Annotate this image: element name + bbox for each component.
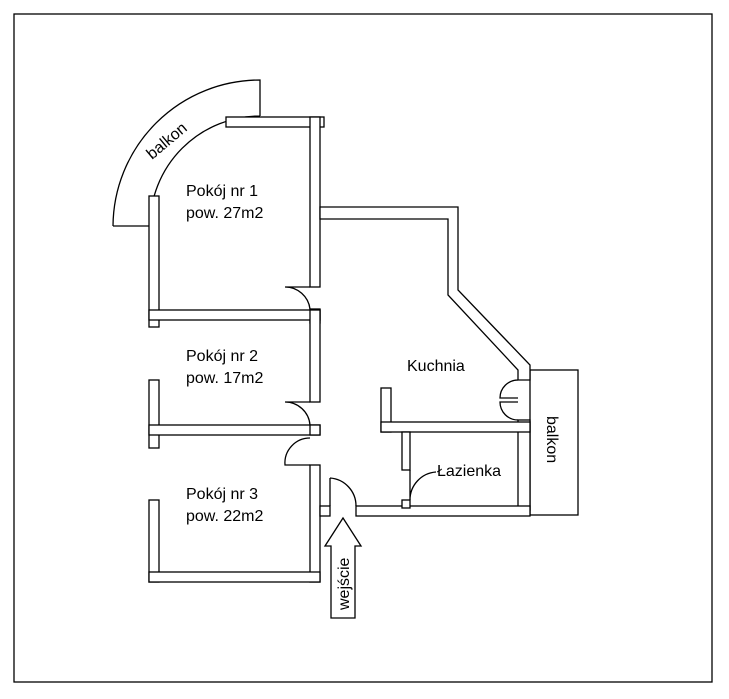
wall-bath-left [401,431,411,471]
room-2-area: pow. 17m2 [186,370,263,387]
room-3-area: pow. 22m2 [186,508,263,525]
door-balcony [499,379,519,421]
wall-bath-left-b [401,499,411,509]
wall-kitchen-right [517,419,531,511]
wall-room2-room3 [148,424,321,436]
room-1-name: Pokój nr 1 [186,183,258,200]
wall-left-1 [148,195,160,328]
wall-room1-room2 [148,309,321,321]
wall-bottom [355,505,531,517]
frame-border [13,13,713,683]
wall-left-3 [148,499,160,583]
door-entrance [329,477,357,507]
entrance-label: wejście [336,557,353,611]
balcony-2-label: balkon [543,416,560,463]
wall-kitchen-top [319,206,531,381]
wall-right-room2 [309,309,321,403]
wall-left-2 [148,379,160,449]
bathroom-name: Łazienka [437,463,501,480]
door-room2 [284,401,311,426]
wall-right-room3 [309,464,321,583]
wall-bottom-left [319,505,331,517]
room-2-name: Pokój nr 2 [186,348,258,365]
wall-right-room2b [309,424,321,436]
door-bathroom [409,470,437,501]
entrance-arrow [323,516,363,619]
wall-right-room1 [309,116,321,288]
room-1-area: pow. 27m2 [186,205,263,222]
balcony-1-label: balkon [144,120,191,163]
kitchen-name: Kuchnia [407,358,465,375]
wall-top-room1 [225,116,325,128]
room-3-name: Pokój nr 3 [186,486,258,503]
wall-kitchen-bath [380,421,531,433]
door-room3 [284,437,311,466]
wall-bottom-room3 [148,571,321,583]
door-room1 [284,286,311,310]
